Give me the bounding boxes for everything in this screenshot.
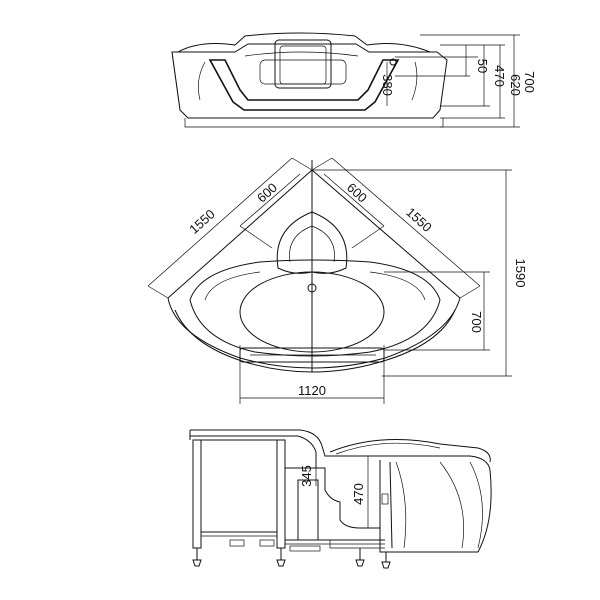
dim-top-1120: 1120 (298, 383, 326, 398)
dim-top-1590: 1590 (513, 259, 528, 288)
dim-front-470: 470 (492, 65, 507, 87)
dim-section-470: 470 (351, 483, 366, 505)
dim-top-1550-left: 1550 (186, 206, 218, 236)
top-view: 1550 1550 600 600 1590 700 1120 (147, 157, 528, 404)
dim-front-620: 620 (508, 74, 523, 96)
dim-front-50: 50 (475, 59, 490, 73)
dim-front-380: 380 (380, 74, 395, 96)
dim-front-700: 700 (522, 71, 537, 93)
dim-top-700: 700 (469, 311, 484, 333)
dim-section-345: 345 (299, 465, 314, 487)
dim-top-1550-right: 1550 (403, 204, 435, 234)
front-view: 50 470 620 700 380 (171, 32, 537, 128)
section-view: 345 470 (189, 429, 492, 569)
